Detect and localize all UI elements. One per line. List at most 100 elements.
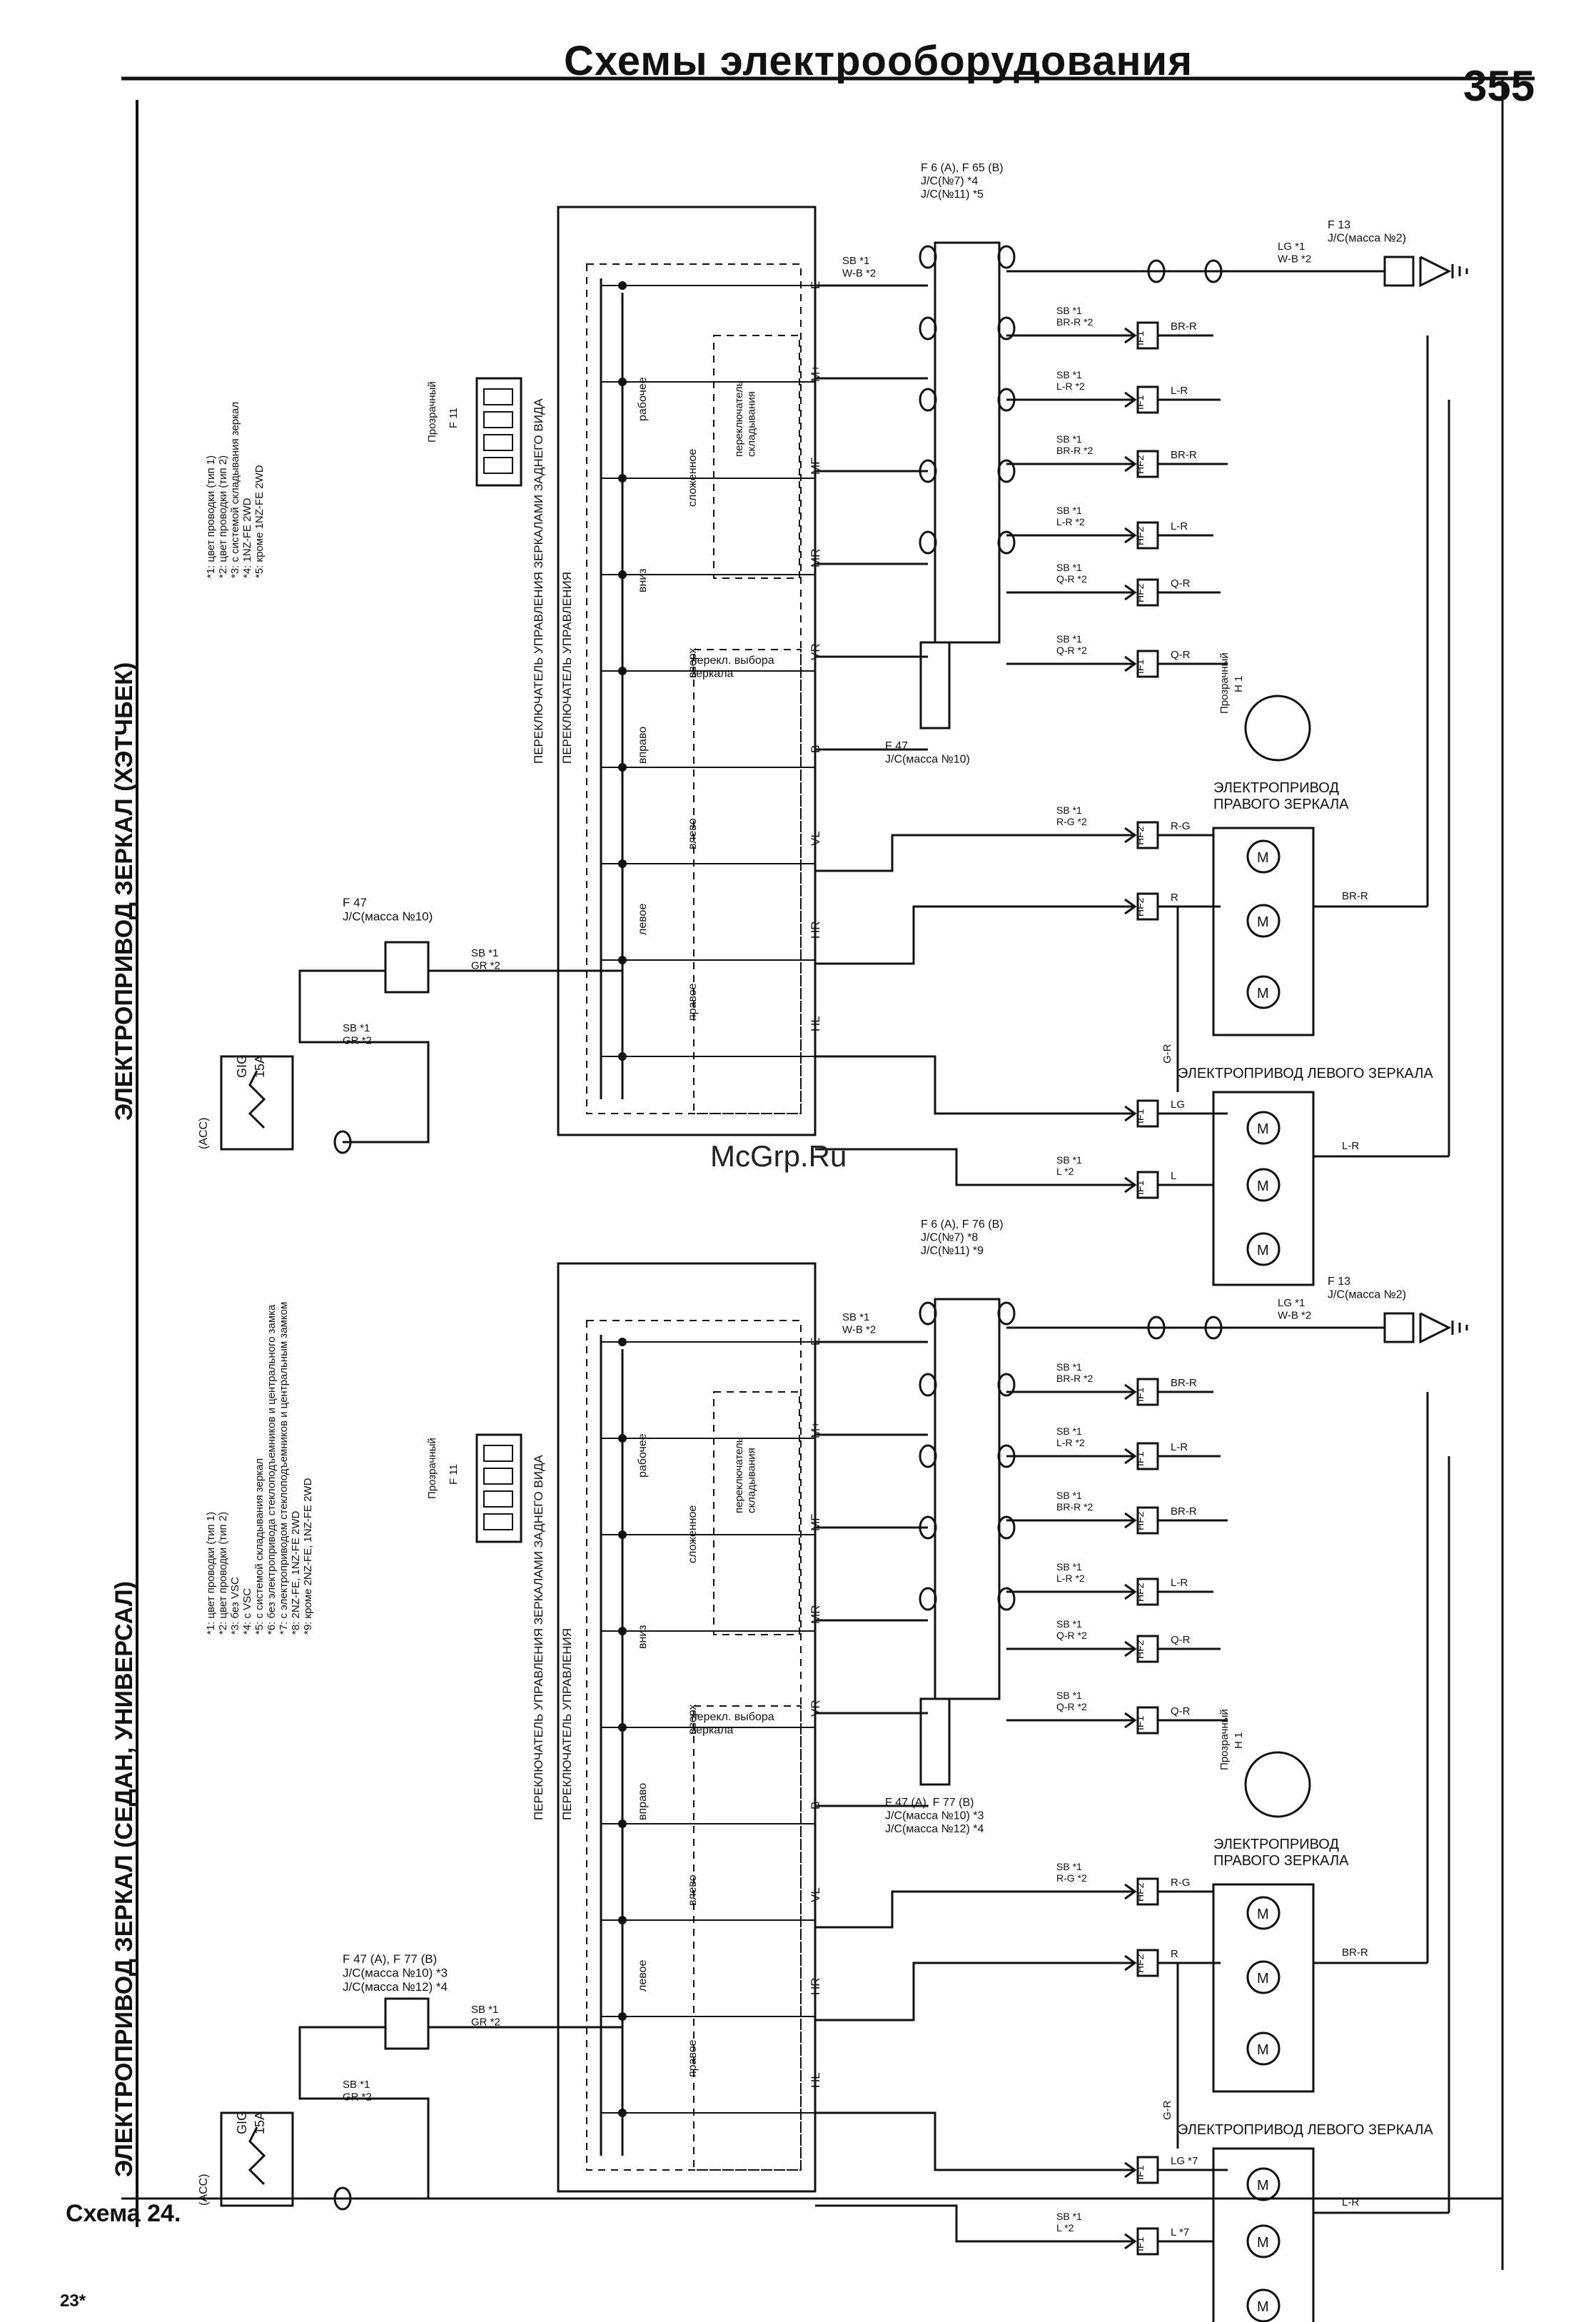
splice-label: IF1 xyxy=(1134,1716,1146,1730)
jc-mid-label: J/C(масса №12) *4 xyxy=(885,1823,984,1835)
junction-dot xyxy=(618,763,627,772)
connector-pin xyxy=(919,1373,937,1397)
wire-color-label: L *7 xyxy=(1171,2226,1189,2238)
wire xyxy=(1124,1448,1137,1465)
terminal-label: MR xyxy=(809,1605,822,1624)
jc-mid-label: J/C(масса №10) xyxy=(885,753,970,765)
note-line: *6: без электропривода стеклоподъемников… xyxy=(266,1304,278,1635)
jc-top-label: J/C(№11) *5 xyxy=(921,188,984,201)
fold-switch-box xyxy=(713,1391,800,1635)
wire xyxy=(248,2126,266,2186)
connector-pin xyxy=(997,316,1016,340)
wire xyxy=(815,1055,1135,1115)
connector-h-color: Прозрачный xyxy=(1218,1709,1231,1770)
left-mirror-box xyxy=(1212,1091,1315,1286)
junction-dot xyxy=(618,956,627,964)
switch-position-label: вниз xyxy=(637,1625,649,1649)
wire xyxy=(1124,655,1137,672)
connector-f11-color: Прозрачный xyxy=(426,381,438,443)
wire xyxy=(1124,391,1137,408)
jc-top-label: F 6 (A), F 65 (B) xyxy=(921,162,1004,174)
motor-icon xyxy=(1246,1111,1281,1145)
wire-color-label: L-R xyxy=(1171,385,1188,397)
left-mirror-label: ЭЛЕКТРОПРИВОД ЛЕВОГО ЗЕРКАЛА xyxy=(1178,2122,1433,2138)
ground-label: J/C(масса №2) xyxy=(1328,1288,1406,1301)
junction-dot xyxy=(618,378,627,386)
jc-mid-label: F 47 xyxy=(885,740,908,752)
splice-label: IF1 xyxy=(1134,660,1146,674)
splice-label: HF2 xyxy=(1134,526,1146,545)
terminal-label: HR xyxy=(809,1977,822,1995)
left-mirror-label: ЭЛЕКТРОПРИВОД ЛЕВОГО ЗЕРКАЛА xyxy=(1178,1066,1433,1081)
terminal-label: HL xyxy=(809,1016,822,1031)
wire-color-label: GR *2 xyxy=(343,1034,372,1046)
wire-color-label: SB *1 xyxy=(842,1311,869,1323)
select-switch-box xyxy=(693,649,802,1114)
splice-label: IF1 xyxy=(1134,2237,1146,2251)
wire-color-label: SB *1 xyxy=(842,255,869,267)
switch-position-label: левое xyxy=(637,904,649,935)
wire-color-label: SB *1 xyxy=(1056,433,1082,445)
wire-color-label: Q-R *2 xyxy=(1056,645,1087,656)
wire xyxy=(1124,527,1137,544)
fuse-rating: 15A xyxy=(253,1055,267,1078)
connector-pin-cell xyxy=(483,457,513,474)
connector-f11-color: Прозрачный xyxy=(426,1438,438,1499)
wire xyxy=(248,1070,266,1129)
wire-color-label: G-R xyxy=(1161,2100,1173,2120)
splice-label: IF1 xyxy=(1134,1388,1146,1402)
connector-h-color: Прозрачный xyxy=(1218,652,1231,714)
connector-f11-label: F 11 xyxy=(448,1464,460,1485)
splice-label: HF2 xyxy=(1134,897,1146,917)
wire-color-label: BR-R *2 xyxy=(1056,1373,1094,1384)
note-line: *2: цвет проводки (тип 2) xyxy=(217,455,229,578)
wire-color-label: Q-R *2 xyxy=(1056,573,1087,585)
terminal-label: HR xyxy=(809,921,822,939)
connector-pin xyxy=(919,316,937,340)
switch-position-label: сложенное xyxy=(687,1505,699,1563)
connector-pin-cell xyxy=(483,411,513,428)
wire-color-label: BR-R xyxy=(1171,449,1197,461)
motor-label: M xyxy=(1257,1178,1269,1194)
wire-color-label: SB *1 xyxy=(1056,1361,1082,1373)
wire-color-label: L-R xyxy=(1171,1441,1188,1453)
note-line: *5: с системой складывания зеркал xyxy=(253,1458,266,1635)
switch-position-label: вниз xyxy=(637,568,649,592)
ground-label: J/C(масса №2) xyxy=(1328,232,1406,244)
splice-label: IF1 xyxy=(1134,2166,1146,2180)
splice-label: HF2 xyxy=(1134,583,1146,602)
connector-pin xyxy=(997,1373,1016,1397)
switch-position-label: правое xyxy=(687,983,699,1021)
splice-label: IF1 xyxy=(1134,395,1146,410)
jc-top-label: J/C(№7) *4 xyxy=(921,175,978,187)
connector-pin xyxy=(997,245,1016,269)
jc-top-label: F 6 (A), F 76 (B) xyxy=(921,1218,1004,1231)
switch-position-label: вправо xyxy=(637,727,649,764)
wire-color-label: Q-R xyxy=(1171,577,1191,590)
switch-position-label: влево xyxy=(687,818,699,849)
wire xyxy=(815,2204,1135,2243)
motor-label: M xyxy=(1257,2299,1269,2315)
motor-icon xyxy=(1246,1168,1281,1202)
terminal-label: VL xyxy=(809,831,822,846)
note-line: *4: 1NZ-FE 2WD xyxy=(241,498,253,578)
page-header-title: Схемы электрооборудования xyxy=(564,38,1193,84)
wire-color-label: LG xyxy=(1171,1099,1185,1111)
motor-icon xyxy=(1246,904,1281,938)
wire-color-label: L-R *2 xyxy=(1056,1437,1085,1448)
wire xyxy=(1124,455,1137,473)
wire-color-label: BR-R *2 xyxy=(1056,1501,1094,1513)
junction-dot xyxy=(618,570,627,579)
page-number: 355 xyxy=(1463,62,1535,110)
wire xyxy=(1419,1312,1452,1344)
switch-inner-title: ПЕРЕКЛЮЧАТЕЛЬ УПРАВЛЕНИЯ xyxy=(560,1628,574,1820)
jc-left-label: J/C(масса №10) xyxy=(343,910,433,924)
wire-color-label: SB *1 xyxy=(1056,369,1082,380)
diagram-top: ЭЛЕКТРОПРИВОД ЗЕРКАЛ (ХЭТЧБЕК)*1: цвет п… xyxy=(111,100,1468,1286)
junction-dot xyxy=(618,1627,627,1635)
switch-position-label: рабочее xyxy=(637,377,649,421)
fold-switch-label: переключатель xyxy=(733,380,745,457)
wire-color-label: SB *1 xyxy=(1056,305,1082,316)
motor-icon xyxy=(1246,1232,1281,1266)
fold-switch-label: складывания xyxy=(745,1448,757,1513)
